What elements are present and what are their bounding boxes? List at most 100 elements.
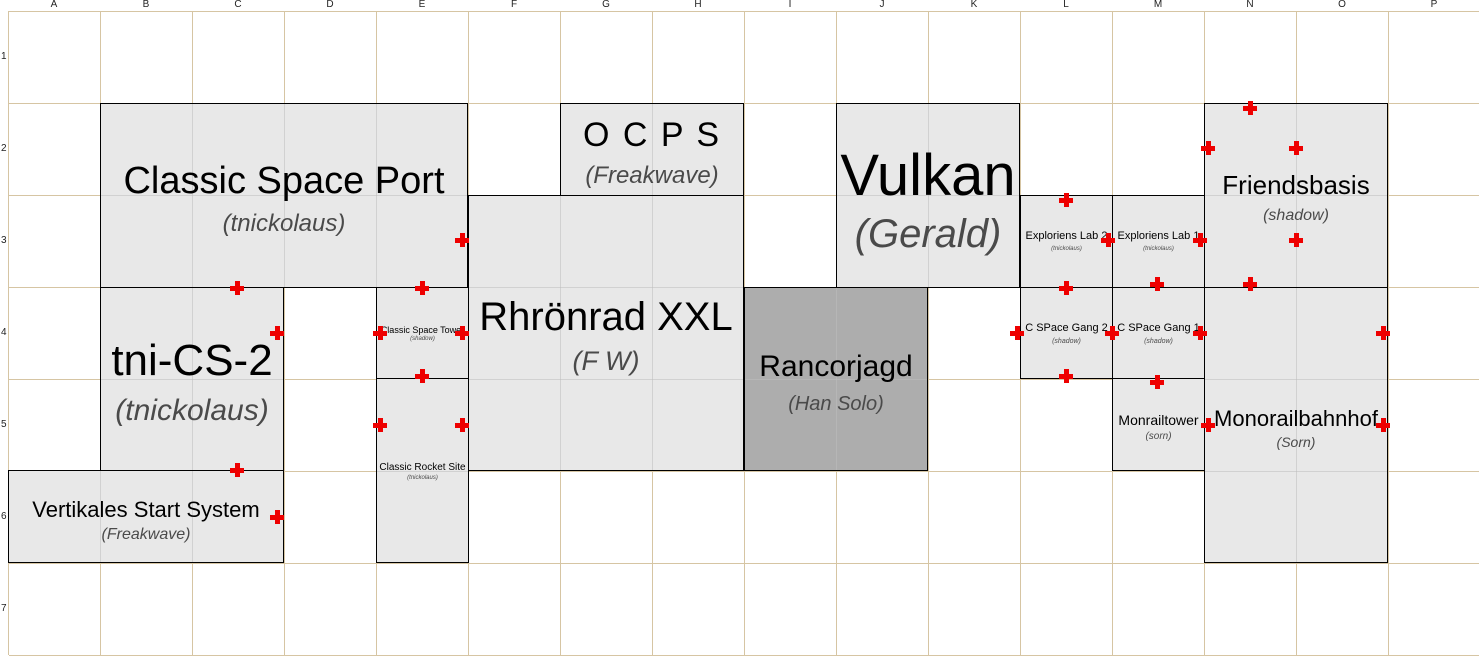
module-monrailtower[interactable]: Monrailtower (sorn) [1112,378,1205,471]
connector-icon [1010,326,1024,340]
connector-icon [1105,326,1119,340]
connector-icon [1101,233,1115,247]
module-classic-rocket-site[interactable]: Classic Rocket Site (tnickolaus) [376,378,469,563]
column-header: I [788,0,792,10]
connector-icon [415,281,429,295]
module-name: Vertikales Start System [32,497,260,522]
row-header: 2 [1,143,7,154]
connector-icon [1289,233,1303,247]
column-header: A [50,0,58,10]
module-grid-line [1296,104,1297,287]
module-grid-line [928,104,929,287]
module-owner: (Freakwave) [585,162,719,189]
module-owner: (tnickolaus) [1051,246,1082,252]
column-header: B [142,0,150,10]
module-c-space-gang-2[interactable]: C SPace Gang 2 (shadow) [1020,287,1113,379]
module-owner: (F W) [572,346,640,376]
module-tni-cs-2[interactable]: tni-CS-2 (tnickolaus) [100,287,284,471]
connector-icon [1243,101,1257,115]
connector-icon [1150,277,1164,291]
module-owner: (Gerald) [854,212,1002,256]
connector-icon [270,326,284,340]
connector-icon [373,326,387,340]
column-header: P [1430,0,1438,10]
module-grid-line [192,471,193,562]
connector-icon [1376,326,1390,340]
connector-icon [415,369,429,383]
connector-icon [1201,418,1215,432]
column-header: M [1153,0,1163,10]
module-rancorjagd[interactable]: Rancorjagd (Han Solo) [744,287,928,471]
module-exploriens-lab-1[interactable]: Exploriens Lab 1 (tnickolaus) [1112,195,1205,288]
grid-row-line [9,563,1479,564]
column-header: J [879,0,885,10]
module-name: Classic Rocket Site [379,462,466,473]
connector-icon [270,510,284,524]
row-header: 5 [1,419,7,430]
connector-icon [230,281,244,295]
module-vertikales-start-system[interactable]: Vertikales Start System (Freakwave) [8,470,284,563]
connector-icon [1376,418,1390,432]
module-rhoenrad-xxl[interactable]: Rhrönrad XXL (F W) [468,195,744,471]
module-grid-line [377,471,468,472]
module-monorailbahnhof[interactable]: Monorailbahnhof (Sorn) [1204,287,1388,563]
module-name: Classic Space Tower [380,325,465,335]
module-owner: (shadow) [410,336,435,342]
module-exploriens-lab-2[interactable]: Exploriens Lab 2 (tnickolaus) [1020,195,1113,288]
connector-icon [1059,281,1073,295]
connector-icon [455,418,469,432]
module-friendsbasis[interactable]: Friendsbasis (shadow) [1204,103,1388,288]
column-header: E [418,0,426,10]
grid-row-line [9,195,1479,196]
module-name: Rhrönrad XXL [479,295,733,339]
module-name: Exploriens Lab 2 [1025,230,1108,242]
module-grid-line [469,287,743,288]
column-header: G [602,0,610,10]
module-classic-space-tower[interactable]: Classic Space Tower (shadow) [376,287,469,379]
module-vulkan[interactable]: Vulkan (Gerald) [836,103,1020,288]
module-c-space-gang-1[interactable]: C SPace Gang 1 (shadow) [1112,287,1205,379]
connector-icon [455,233,469,247]
row-header: 3 [1,235,7,246]
module-name: Classic Space Port [123,160,445,202]
module-owner: (shadow) [1263,207,1329,224]
column-header: O [1338,0,1346,10]
connector-icon [455,326,469,340]
connector-icon [1059,369,1073,383]
module-name: C SPace Gang 2 [1025,322,1108,334]
module-classic-space-port[interactable]: Classic Space Port (tnickolaus) [100,103,468,288]
module-owner: (tnickolaus) [1143,246,1174,252]
module-owner: (shadow) [1144,338,1173,345]
column-header: C [234,0,242,10]
row-header: 7 [1,603,7,614]
connector-icon [1193,326,1207,340]
module-grid-line [376,104,377,287]
module-grid-line [284,104,285,287]
module-grid-line [469,379,743,380]
grid-column-line [284,11,285,655]
grid-row-line [9,471,1479,472]
module-owner: (tnickolaus) [407,475,438,481]
row-header: 6 [1,511,7,522]
module-owner: (sorn) [1145,431,1172,442]
grid-row-line [9,103,1479,104]
connector-icon [1201,141,1215,155]
module-owner: (tnickolaus) [115,394,269,427]
module-grid-line [652,104,653,195]
module-name: Monrailtower [1118,412,1199,428]
grid-row-line [9,11,1479,12]
column-header: H [694,0,702,10]
connector-icon [1150,375,1164,389]
connector-icon [1193,233,1207,247]
module-name: Monorailbahnhof [1214,406,1378,431]
connector-icon [1059,193,1073,207]
module-name: Friendsbasis [1222,170,1370,200]
module-name: Rancorjagd [759,350,913,383]
column-header: K [970,0,978,10]
grid-column-line [8,11,9,655]
module-grid-line [192,288,193,470]
module-owner: (tnickolaus) [222,210,346,237]
module-name: O C P S [582,116,722,154]
module-ocps[interactable]: O C P S (Freakwave) [560,103,744,196]
